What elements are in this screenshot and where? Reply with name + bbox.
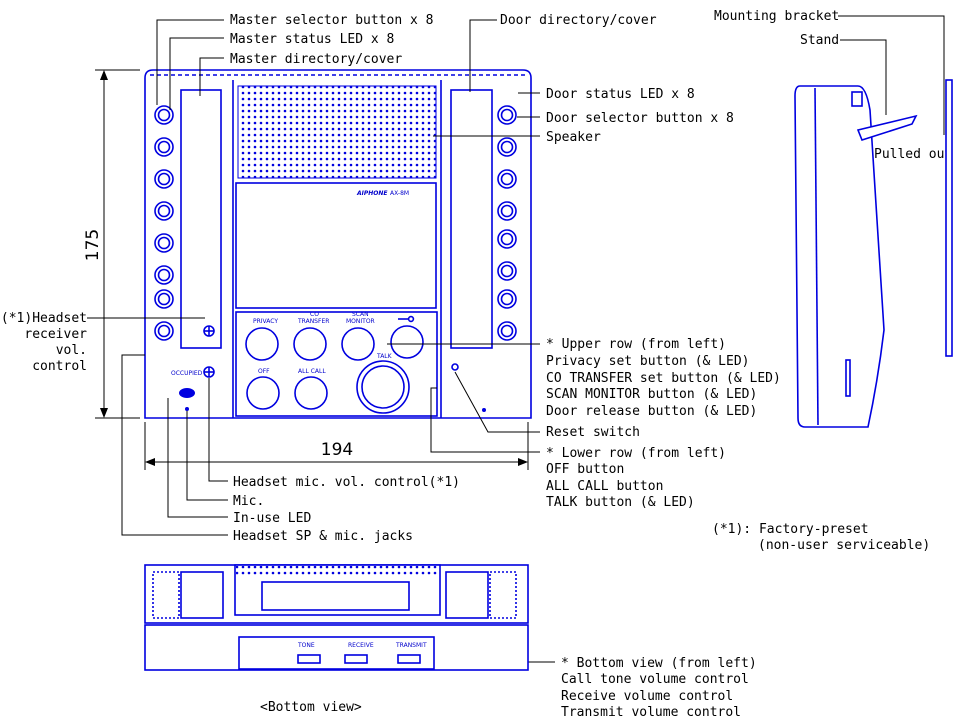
leaders — [87, 15, 945, 663]
talk-button[interactable] — [356, 360, 410, 414]
co-transfer-button[interactable] — [293, 327, 327, 361]
label-mounting-bracket: Mounting bracket — [714, 9, 839, 24]
in-use-led — [179, 388, 195, 398]
speaker-grille — [237, 85, 437, 179]
label-reset-switch: Reset switch — [546, 425, 640, 440]
label-bottom-view-3: Transmit volume control — [561, 705, 741, 720]
labels: Master selector button x 8 Master status… — [1, 9, 952, 720]
all-call-button[interactable] — [294, 376, 328, 410]
label-bottom-view-1: Call tone volume control — [561, 672, 749, 687]
master-selector-button[interactable] — [154, 233, 174, 253]
master-selector-button[interactable] — [154, 321, 174, 341]
dimension-height: 175 — [83, 69, 140, 419]
label-lower-row-2: ALL CALL button — [546, 479, 663, 494]
talk-text: TALK — [376, 353, 393, 360]
width-value: 194 — [321, 440, 353, 460]
label-lower-row-3: TALK button (& LED) — [546, 495, 695, 510]
label-door-status-led: Door status LED x 8 — [546, 87, 695, 102]
bottom-view: TONE RECEIVE TRANSMIT — [144, 564, 529, 671]
master-directory-cover — [180, 89, 222, 349]
tone-text: TONE — [297, 642, 315, 649]
all-call-text: ALL CALL — [298, 368, 326, 375]
label-master-selector: Master selector button x 8 — [230, 13, 434, 28]
receive-volume-control[interactable] — [344, 654, 368, 664]
headset-receiver-vol-control[interactable] — [203, 325, 215, 337]
label-door-selector: Door selector button x 8 — [546, 111, 734, 126]
headset-mic-vol-control[interactable] — [203, 366, 215, 378]
transmit-volume-control[interactable] — [397, 654, 421, 664]
label-headset-receiver-1: (*1)Headset — [1, 311, 87, 326]
label-door-directory: Door directory/cover — [500, 13, 657, 28]
master-selector-button[interactable] — [154, 265, 174, 285]
door-selector-button[interactable] — [497, 321, 517, 341]
transmit-text: TRANSMIT — [395, 642, 427, 649]
door-selector-button[interactable] — [497, 289, 517, 309]
label-upper-row-1: Privacy set button (& LED) — [546, 354, 750, 369]
mounting-bracket — [945, 79, 953, 357]
label-headset-jacks: Headset SP & mic. jacks — [233, 529, 413, 544]
label-upper-row-3: SCAN MONITOR button (& LED) — [546, 387, 757, 402]
co-text: CO — [310, 311, 319, 318]
mic-hole — [185, 407, 189, 411]
directory-panel — [235, 182, 437, 309]
label-bottom-view-0: * Bottom view (from left) — [561, 656, 757, 671]
master-selector-button[interactable] — [154, 169, 174, 189]
label-stand: Stand — [800, 33, 839, 48]
label-headset-mic-vol: Headset mic. vol. control(*1) — [233, 475, 460, 490]
off-button[interactable] — [246, 376, 280, 410]
master-selector-button[interactable] — [154, 289, 174, 309]
label-headset-receiver-3: vol. — [56, 343, 87, 358]
occupied-text: OCCUPIED — [171, 370, 203, 377]
label-bottom-view-caption: <Bottom view> — [260, 700, 362, 715]
door-selector-button[interactable] — [497, 229, 517, 249]
scan-monitor-button[interactable] — [341, 327, 375, 361]
label-master-directory: Master directory/cover — [230, 52, 402, 67]
height-value: 175 — [83, 229, 103, 261]
transfer-text: TRANSFER — [297, 318, 329, 325]
label-footnote-1: (*1): Factory-preset — [712, 522, 869, 537]
label-master-status-led: Master status LED x 8 — [230, 32, 394, 47]
label-pulled-out: Pulled out — [874, 147, 952, 162]
privacy-text: PRIVACY — [253, 318, 278, 325]
bottom-hole — [482, 408, 486, 412]
label-speaker: Speaker — [546, 130, 601, 145]
door-selector-button[interactable] — [497, 137, 517, 157]
lower-row-buttons: OFF ALL CALL TALK — [246, 353, 410, 414]
stand — [856, 114, 918, 141]
brand-text: AIPHONE — [356, 190, 388, 197]
scan-text: SCAN — [352, 311, 369, 318]
door-selector-button[interactable] — [497, 261, 517, 281]
upper-row-buttons: PRIVACY CO TRANSFER SCAN MONITOR — [245, 311, 424, 361]
label-bottom-view-2: Receive volume control — [561, 689, 733, 704]
label-headset-receiver-2: receiver — [24, 327, 87, 342]
label-footnote-2: (non-user serviceable) — [758, 538, 930, 553]
door-selector-button[interactable] — [497, 105, 517, 125]
door-directory-cover — [450, 89, 493, 349]
privacy-button[interactable] — [245, 327, 279, 361]
master-selector-button[interactable] — [154, 137, 174, 157]
call-tone-volume-control[interactable] — [297, 654, 321, 664]
off-text: OFF — [258, 368, 270, 375]
monitor-text: MONITOR — [346, 318, 375, 325]
front-view: AIPHONE AX-8M — [144, 69, 532, 419]
label-upper-row-2: CO TRANSFER set button (& LED) — [546, 371, 781, 386]
label-mic: Mic. — [233, 494, 264, 509]
receive-text: RECEIVE — [348, 642, 374, 649]
side-view — [794, 79, 953, 428]
model-text: AX-8M — [390, 190, 409, 197]
label-lower-row-1: OFF button — [546, 462, 624, 477]
dimension-width: 194 — [144, 422, 529, 470]
key-icon — [398, 315, 415, 323]
master-selector-button[interactable] — [154, 201, 174, 221]
reset-switch[interactable] — [451, 363, 459, 371]
label-in-use-led: In-use LED — [233, 511, 311, 526]
label-upper-row-0: * Upper row (from left) — [546, 337, 726, 352]
door-release-button[interactable] — [390, 325, 424, 359]
door-selector-button[interactable] — [497, 169, 517, 189]
door-selector-button[interactable] — [497, 201, 517, 221]
label-upper-row-4: Door release button (& LED) — [546, 404, 757, 419]
label-headset-receiver-4: control — [32, 359, 87, 374]
label-lower-row-0: * Lower row (from left) — [546, 446, 726, 461]
